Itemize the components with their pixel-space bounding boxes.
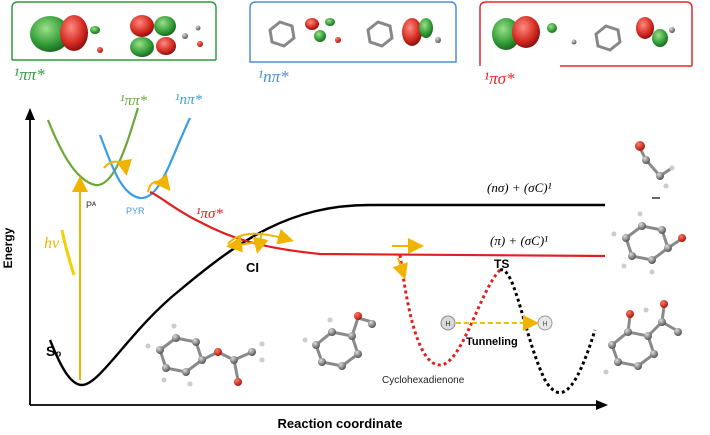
npi-curve bbox=[100, 118, 190, 198]
lower-asymptote-label: (π) + (σC)¹ bbox=[490, 233, 548, 248]
orbital-panel-pisigma: ¹πσ* bbox=[480, 2, 692, 88]
photon-squiggle bbox=[62, 230, 74, 275]
x-axis-arrow bbox=[596, 400, 608, 410]
cyclohexadienone-label: Cyclohexadienone bbox=[382, 375, 465, 386]
pyr-point-label: PYR bbox=[126, 206, 145, 216]
phenyl-acetate-molecule bbox=[160, 338, 252, 380]
well-left-h: H bbox=[445, 321, 450, 328]
upper-asymptote-label: (nσ) + (σC)¹ bbox=[487, 180, 552, 195]
x-axis-label: Reaction coordinate bbox=[278, 416, 403, 431]
orbital-panel-npi: ¹nπ* bbox=[250, 2, 456, 86]
panel-label-npi: ¹nπ* bbox=[258, 67, 289, 86]
panel-label-pipi: ¹ππ* bbox=[14, 65, 45, 84]
pipi-curve-label: ¹ππ* bbox=[120, 93, 148, 109]
pisigma-curve-label: ¹πσ* bbox=[196, 206, 223, 222]
tunneling-product-path bbox=[500, 270, 595, 393]
ci-point-label: CI bbox=[246, 260, 259, 275]
fc-point-label: Pᴬ bbox=[86, 200, 97, 210]
excitation-label: hν bbox=[44, 235, 60, 252]
s0-curve bbox=[50, 205, 605, 385]
s0-curve-label: S₀ bbox=[46, 343, 62, 359]
y-axis-label: Energy bbox=[1, 227, 15, 268]
ts-point-label: TS bbox=[494, 257, 509, 271]
cyclohexadienone-molecule bbox=[316, 318, 372, 366]
cyclohexadienone-path bbox=[400, 255, 500, 365]
panel-label-pisigma: ¹πσ* bbox=[484, 69, 515, 88]
well-right-h: H bbox=[542, 321, 547, 328]
orbital-panel-pipi: ¹ππ* bbox=[12, 2, 216, 84]
npi-curve-label: ¹nπ* bbox=[175, 92, 203, 108]
y-axis-arrow bbox=[25, 108, 35, 120]
pipi-curve bbox=[48, 108, 138, 185]
tunneling-label: Tunneling bbox=[466, 336, 518, 348]
